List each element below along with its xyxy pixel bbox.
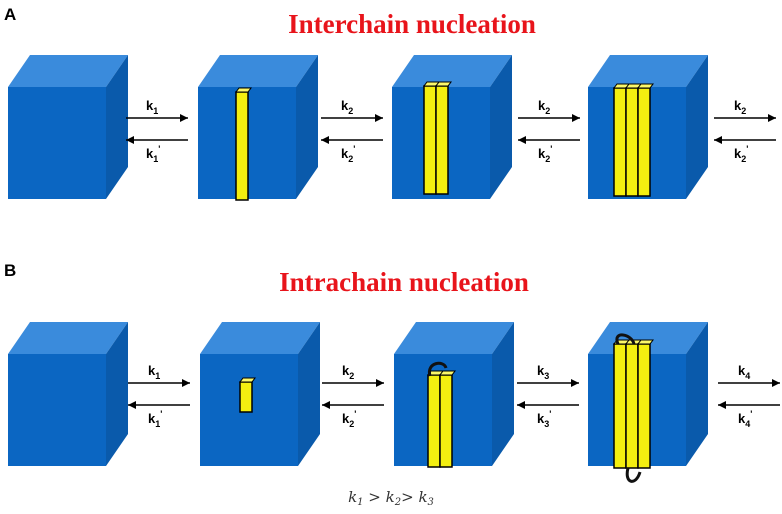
arrow-head <box>182 379 190 387</box>
cube-side-face <box>686 55 708 199</box>
forward-rate-label: k2 <box>341 98 353 116</box>
arrow-head <box>376 379 384 387</box>
fibril-strand <box>435 85 449 195</box>
arrow-head <box>375 114 383 122</box>
backward-rate-label: k2' <box>342 409 356 429</box>
fibril-strand <box>625 343 639 469</box>
cube-b-1 <box>8 322 128 466</box>
fibril-bundle <box>613 83 654 197</box>
backward-rate-label: k1' <box>148 409 162 429</box>
panel-a-title: Interchain nucleation <box>288 9 536 39</box>
fibril-strand <box>423 85 437 195</box>
panel-a-cubes <box>8 55 708 201</box>
fibril-cap <box>439 370 456 376</box>
backward-rate-label: k2' <box>341 144 355 164</box>
cube-a-2 <box>198 55 318 199</box>
cube-b-3 <box>394 322 514 466</box>
arrow-head <box>180 114 188 122</box>
forward-rate-label: k2 <box>538 98 550 116</box>
fibril-cap <box>637 339 654 345</box>
arrow-head <box>321 136 329 144</box>
backward-rate-label: k3' <box>537 409 551 429</box>
rate-arrow-pair: k2 k2' <box>518 98 580 164</box>
backward-rate-label: k1' <box>146 144 160 164</box>
arrow-head <box>571 379 579 387</box>
rate-relation: k1 > k2> k3 <box>348 488 434 508</box>
fibril-bundle <box>235 87 252 201</box>
forward-rate-label: k2 <box>734 98 746 116</box>
fibril-strand <box>613 343 627 469</box>
rate-arrow-pair: k2 k2' <box>321 98 383 164</box>
loop-bottom <box>625 467 642 483</box>
backward-rate-label: k2' <box>538 144 552 164</box>
rate-arrow-pair: k4 k4' <box>718 363 780 429</box>
arrow-head <box>772 379 780 387</box>
fibril-strand <box>625 87 639 197</box>
fibril-strand <box>439 374 453 468</box>
fibril-strand <box>427 374 441 468</box>
arrow-head <box>322 401 330 409</box>
arrow-head <box>517 401 525 409</box>
fibril-cap <box>435 81 452 87</box>
fibril-strand <box>613 87 627 197</box>
cube-side-face <box>686 322 708 466</box>
backward-rate-label: k2' <box>734 144 748 164</box>
panel-a-letter: A <box>4 5 16 24</box>
cube-front-face <box>8 87 106 199</box>
fibril-bundle <box>427 370 456 468</box>
cube-front-face <box>8 354 106 466</box>
cube-top-face <box>8 55 128 87</box>
cube-top-face <box>200 322 320 354</box>
cube-side-face <box>492 322 514 466</box>
panel-b-title: Intrachain nucleation <box>279 267 529 297</box>
cube-top-face <box>198 55 318 87</box>
rate-arrow-pair: k2 k2' <box>322 363 384 429</box>
fibril-cap <box>637 83 654 89</box>
fibril-strand <box>235 91 249 201</box>
loop-top <box>427 361 448 377</box>
forward-rate-label: k3 <box>537 363 549 381</box>
arrow-head <box>718 401 726 409</box>
panel-b-cubes <box>8 322 708 483</box>
fibril-bundle <box>423 81 452 195</box>
forward-rate-label: k1 <box>148 363 160 381</box>
fibril-cap <box>235 87 252 93</box>
cube-top-face <box>8 322 128 354</box>
cube-top-face <box>394 322 514 354</box>
rate-inequality: k1 > k2> k3 <box>348 488 434 508</box>
arrow-head <box>572 114 580 122</box>
rate-arrow-pair: k3 k3' <box>517 363 579 429</box>
cube-top-face <box>392 55 512 87</box>
rate-arrow-pair: k1 k1' <box>126 98 188 164</box>
backward-rate-label: k4' <box>738 409 752 429</box>
rate-arrow-pair: k1 k1' <box>128 363 190 429</box>
cube-a-3 <box>392 55 512 199</box>
arrow-head <box>768 114 776 122</box>
rate-arrow-pair: k2 k2' <box>714 98 776 164</box>
forward-rate-label: k4 <box>738 363 750 381</box>
cube-top-face <box>588 55 708 87</box>
cube-a-1 <box>8 55 128 199</box>
arrow-head <box>128 401 136 409</box>
forward-rate-label: k1 <box>146 98 158 116</box>
loop-top <box>615 333 636 345</box>
cube-side-face <box>106 55 128 199</box>
cube-side-face <box>298 322 320 466</box>
arrow-head <box>126 136 134 144</box>
arrow-head <box>714 136 722 144</box>
fibril-strand <box>637 343 651 469</box>
panel-b-letter: B <box>4 261 16 280</box>
arrow-head <box>518 136 526 144</box>
fibril-bundle <box>239 377 256 413</box>
fibril-cap <box>239 377 256 383</box>
fibril-bundle <box>613 339 654 469</box>
cube-side-face <box>106 322 128 466</box>
cube-side-face <box>296 55 318 199</box>
fibril-strand <box>239 381 253 413</box>
forward-rate-label: k2 <box>342 363 354 381</box>
cube-b-2 <box>200 322 320 466</box>
fibril-strand <box>637 87 651 197</box>
cube-side-face <box>490 55 512 199</box>
